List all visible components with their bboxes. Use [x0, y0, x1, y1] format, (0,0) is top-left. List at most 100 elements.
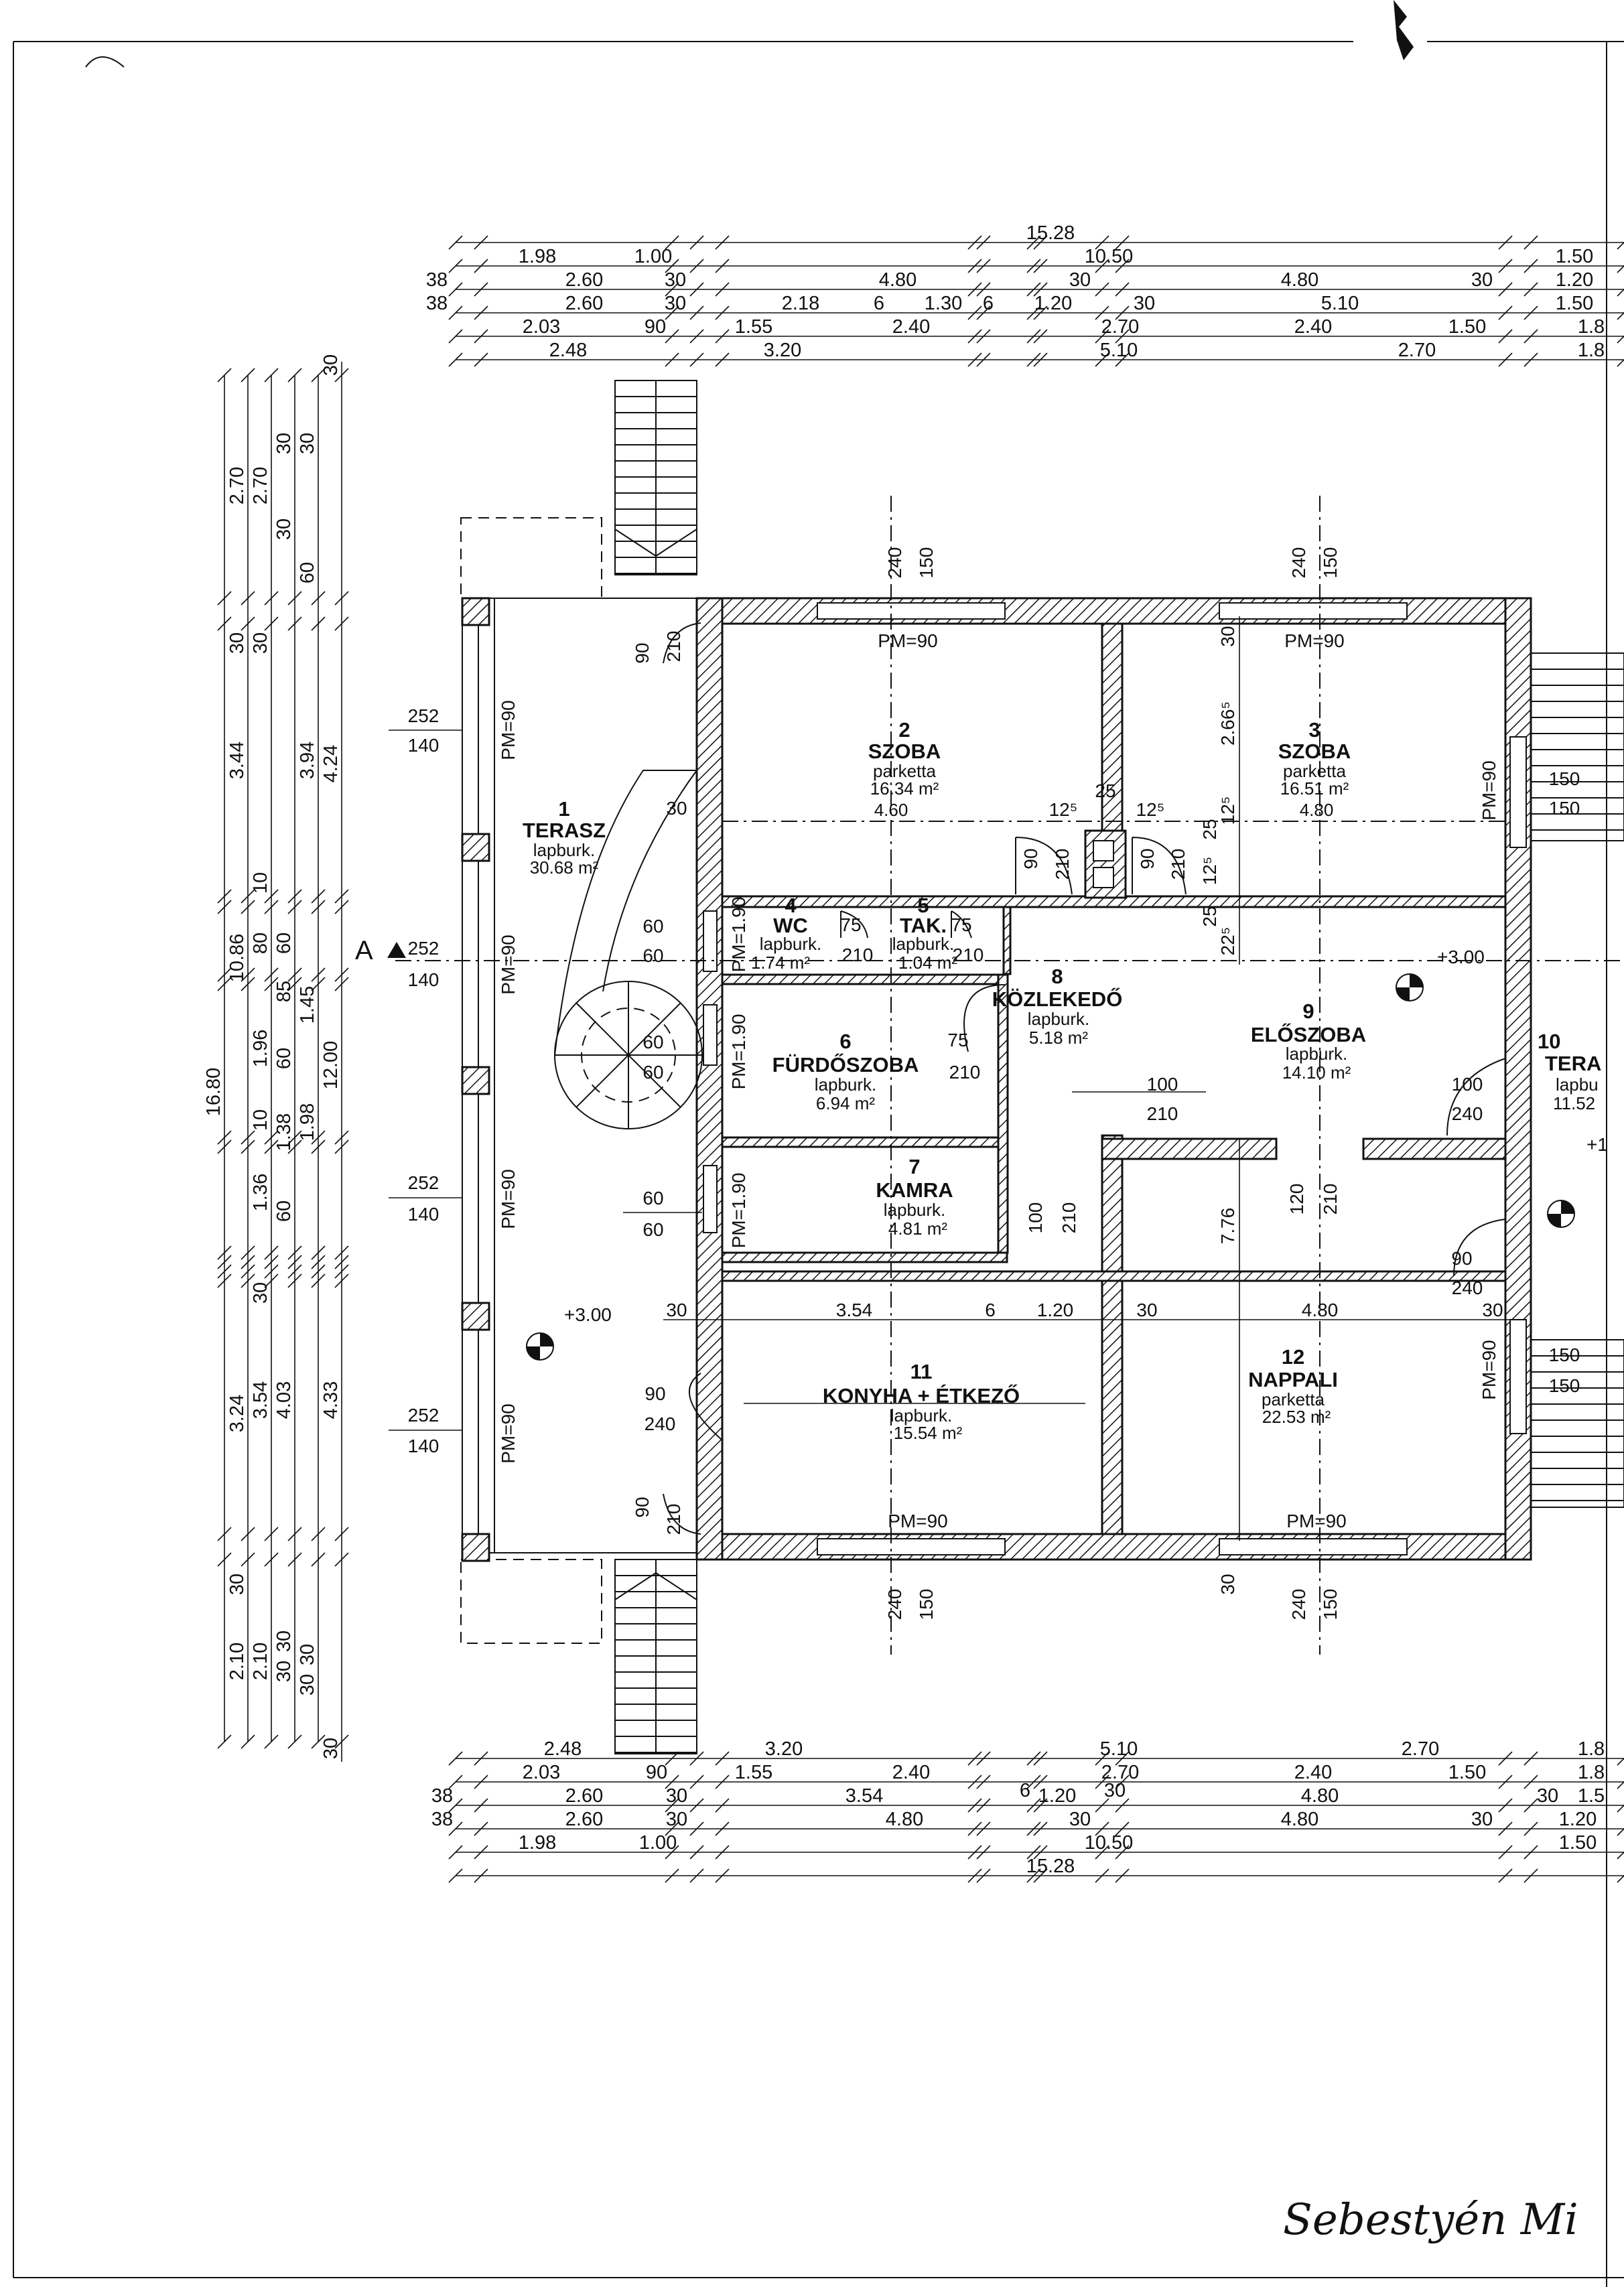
stair-dim: 150	[1549, 1375, 1580, 1396]
drawing-line	[1498, 1821, 1513, 1836]
drawing-line	[1498, 259, 1513, 273]
drawing-line	[217, 1552, 232, 1567]
dim: 10	[250, 1109, 271, 1131]
dim: 1.5	[1578, 1785, 1605, 1807]
door-dim: 60	[642, 1188, 663, 1208]
drawing-line	[241, 900, 255, 914]
drawing-line	[287, 616, 302, 631]
dim: 2.10	[226, 1643, 248, 1680]
drawing-line	[689, 1798, 704, 1813]
drawing-line	[311, 1255, 326, 1269]
room-name: KAMRA	[876, 1178, 953, 1202]
dim: 3.44	[226, 742, 248, 779]
drawing-line	[334, 1552, 349, 1567]
drawing-line	[1115, 1798, 1130, 1813]
dim: 1.50	[1556, 246, 1593, 267]
drawing-line	[334, 967, 349, 982]
drawing-line	[1617, 1757, 1624, 1766]
dim: 90	[646, 1762, 667, 1783]
inner-dim: 25	[1199, 819, 1220, 839]
drawing-line	[1033, 1775, 1048, 1789]
dim: 2.03	[523, 1762, 560, 1783]
drawing-line	[1524, 259, 1538, 273]
drawing-line	[1524, 1868, 1538, 1883]
room-number: 11	[910, 1360, 933, 1383]
drawing-line	[448, 329, 463, 344]
dim: 1.45	[297, 986, 318, 1024]
dim: 30	[273, 433, 295, 454]
dim: 30	[273, 1631, 295, 1652]
door-dim: 210	[663, 1504, 684, 1535]
drawing-line	[976, 259, 991, 273]
top-dimensions: 15.28 1.98 1.00 10.50 1.50 38 2.60 30 4.…	[426, 222, 1624, 367]
dim: 10.50	[1085, 1832, 1134, 1854]
drawing-line	[715, 1751, 730, 1766]
drawing-line	[448, 352, 463, 367]
drawing-line	[1026, 305, 1041, 320]
room-finish: parketta	[873, 761, 936, 781]
drawing-line	[241, 616, 255, 631]
drawing-line	[1524, 329, 1538, 344]
drawing-line	[474, 282, 488, 297]
drawing-line	[217, 1139, 232, 1154]
dim: 6	[983, 293, 994, 314]
drawing-line	[967, 1821, 982, 1836]
door-dim: 240	[1452, 1103, 1483, 1124]
drawing-line	[334, 1255, 349, 1269]
drawing-line	[264, 1527, 279, 1541]
drawing-line	[1115, 1868, 1130, 1883]
room-number: 8	[1051, 965, 1063, 988]
drawing-line	[689, 282, 704, 297]
room-finish: lapburk.	[892, 934, 955, 954]
drawing-line	[1524, 1821, 1538, 1836]
drawing-line	[976, 1751, 991, 1766]
drawing-line	[1524, 1798, 1538, 1813]
door-dim: 90	[1451, 1248, 1472, 1269]
drawing-line	[334, 1130, 349, 1145]
drawing-line	[1498, 1845, 1513, 1860]
drawing-line	[1033, 235, 1048, 250]
drawing-line	[264, 1264, 279, 1279]
drawing-line	[967, 1751, 982, 1766]
room-finish: lapburk.	[533, 840, 596, 860]
inner-dim: 12⁵	[1217, 796, 1238, 825]
dim: 1.20	[1559, 1809, 1597, 1830]
dim: 30	[1069, 1809, 1091, 1830]
drawing-line	[1498, 305, 1513, 320]
drawing-line	[1498, 1751, 1513, 1766]
drawing-line	[715, 282, 730, 297]
dim: 85	[273, 981, 295, 1002]
drawing-line	[287, 1245, 302, 1260]
inner-dim: 30	[1482, 1300, 1503, 1320]
dim: 1.98	[297, 1103, 318, 1141]
spiral-stair	[554, 770, 703, 1129]
room-area: 16.34 m²	[870, 778, 939, 799]
drawing-line	[967, 329, 982, 344]
dim: 4.24	[320, 745, 342, 782]
drawing-line	[311, 967, 326, 982]
dim: 30	[1104, 1780, 1126, 1801]
dim: 3.24	[226, 1395, 248, 1432]
dim: 3.54	[845, 1785, 883, 1807]
planter-bottom	[460, 1559, 602, 1644]
drawing-line	[976, 1845, 991, 1860]
drawing-line	[264, 1552, 279, 1567]
dim: 30	[273, 1661, 295, 1682]
drawing-line	[287, 967, 302, 982]
drawing-line	[448, 1775, 463, 1789]
door-dim: 210	[1320, 1184, 1341, 1215]
drawing-line	[715, 329, 730, 344]
drawing-line	[976, 282, 991, 297]
drawing-line	[241, 1527, 255, 1541]
drawing-line	[1095, 1751, 1109, 1766]
door-dim: 90	[1137, 848, 1158, 869]
drawing-line	[1095, 1775, 1109, 1789]
room-area: 4.81 m²	[888, 1219, 947, 1239]
dim: 2.60	[565, 1809, 603, 1830]
inner-dim: 12⁵	[1136, 799, 1165, 820]
dim: 30	[297, 1644, 318, 1665]
drawing-line	[311, 889, 326, 904]
drawing-line	[976, 329, 991, 344]
room-area: 6.94 m²	[816, 1093, 875, 1113]
drawing-line	[287, 977, 302, 991]
